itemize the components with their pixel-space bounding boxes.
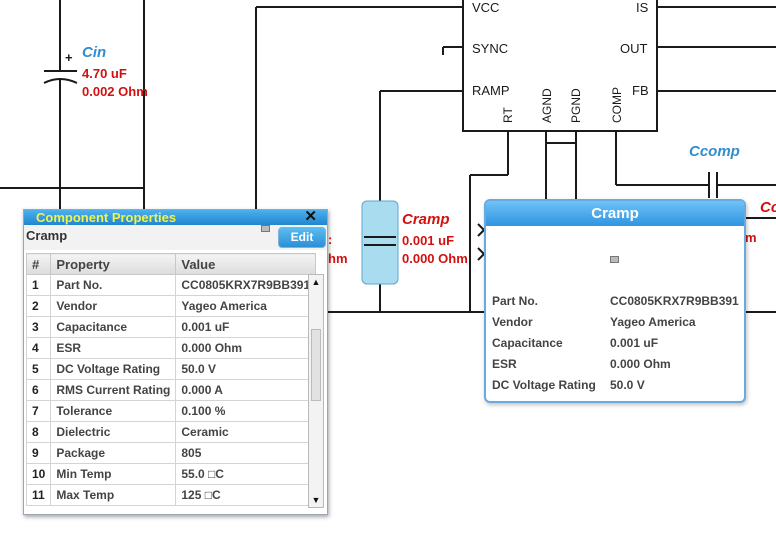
row-value: 50.0 V [175,358,317,380]
component-properties-dialog: Component Properties ✕ Cramp Edit # Prop… [23,208,328,515]
pin-ramp-label: RAMP [472,83,510,98]
dialog-titlebar[interactable]: Component Properties ✕ [24,208,327,225]
row-number: 2 [25,295,52,317]
cramp-capacitor-highlight[interactable] [361,200,399,285]
pin-is-label: IS [636,0,649,15]
partial-hm-label: hm [328,251,348,266]
row-property: Capacitance [50,316,177,338]
cramp-esr: 0.000 Ohm [402,251,468,266]
row-property: Vendor [50,295,177,317]
popup-value: 0.000 Ohm [610,357,671,371]
row-property: ESR [50,337,177,359]
popup-value: 0.001 uF [610,336,659,350]
component-name: Cramp [26,228,68,243]
popup-key: DC Voltage Rating [492,378,596,392]
row-property: Max Temp [50,484,177,506]
edit-button[interactable]: Edit [278,227,326,248]
cin-esr: 0.002 Ohm [82,84,148,99]
row-number: 4 [25,337,52,359]
row-property: Package [50,442,177,464]
row-value: Yageo America [175,295,317,317]
partial-right-label: Cc [760,199,776,216]
cin-name[interactable]: Cin [82,44,107,61]
row-number: 1 [25,274,52,296]
popup-value: CC0805KRX7R9BB391 [610,294,739,308]
cin-value: 4.70 uF [82,66,127,81]
dialog-title: Component Properties [36,210,177,225]
row-number: 7 [25,400,52,422]
row-number: 9 [25,442,52,464]
component-info-popup: Cramp Part No. CC0805KRX7R9BB391 Vendor … [484,199,746,403]
popup-value: 50.0 V [610,378,645,392]
row-value: Ceramic [175,421,317,443]
popup-key: Vendor [492,315,533,329]
row-value: 0.100 % [175,400,317,422]
component-thumbnail-icon [261,225,270,232]
column-header-number: # [25,253,52,275]
row-number: 6 [25,379,52,401]
cin-polarity-mark: + [65,50,73,65]
cramp-name[interactable]: Cramp [402,211,450,228]
row-value: 0.001 uF [175,316,317,338]
row-property: RMS Current Rating [50,379,177,401]
row-number: 5 [25,358,52,380]
pin-comp-label: COMP [610,87,624,123]
row-property: Tolerance [50,400,177,422]
row-number: 10 [25,463,52,485]
pin-sync-label: SYNC [472,41,509,56]
dialog-header: Cramp Edit [24,225,327,250]
row-number: 3 [25,316,52,338]
pin-fb-label: FB [632,83,649,98]
row-number: 8 [25,421,52,443]
row-value: 0.000 A [175,379,317,401]
popup-title: Cramp [486,201,744,226]
column-header-value: Value [175,253,317,275]
pin-vcc-label: VCC [472,0,500,15]
pin-rt-label: RT [501,107,515,123]
row-property: Part No. [50,274,177,296]
ic-body [462,0,658,132]
row-number: 11 [25,484,52,506]
cramp-value: 0.001 uF [402,233,455,248]
pin-out-label: OUT [620,41,648,56]
popup-key: ESR [492,357,517,371]
row-property: Min Temp [50,463,177,485]
popup-value: Yageo America [610,315,696,329]
scrollbar-thumb[interactable] [311,329,321,401]
pin-pgnd-label: PGND [569,88,583,123]
popup-key: Capacitance [492,336,563,350]
scroll-down-icon[interactable]: ▼ [311,495,321,505]
row-value: 55.0 □C [175,463,317,485]
popup-key: Part No. [492,294,539,308]
row-property: Dielectric [50,421,177,443]
pin-agnd-label: AGND [540,88,554,123]
partial-m-label: m [745,230,757,245]
scroll-up-icon[interactable]: ▲ [311,277,321,287]
column-header-property: Property [50,253,177,275]
row-value: 125 □C [175,484,317,506]
row-value: CC0805KRX7R9BB391 [175,274,317,296]
partial-colon: : [328,232,333,247]
close-icon[interactable]: ✕ [304,208,317,225]
table-header-row: # Property Value [25,253,317,275]
ccomp-name[interactable]: Ccomp [689,143,740,160]
component-thumbnail-icon [610,256,619,263]
row-value: 0.000 Ohm [175,337,317,359]
table-scrollbar[interactable]: ▲ ▼ [308,274,324,508]
row-property: DC Voltage Rating [50,358,177,380]
row-value: 805 [175,442,317,464]
